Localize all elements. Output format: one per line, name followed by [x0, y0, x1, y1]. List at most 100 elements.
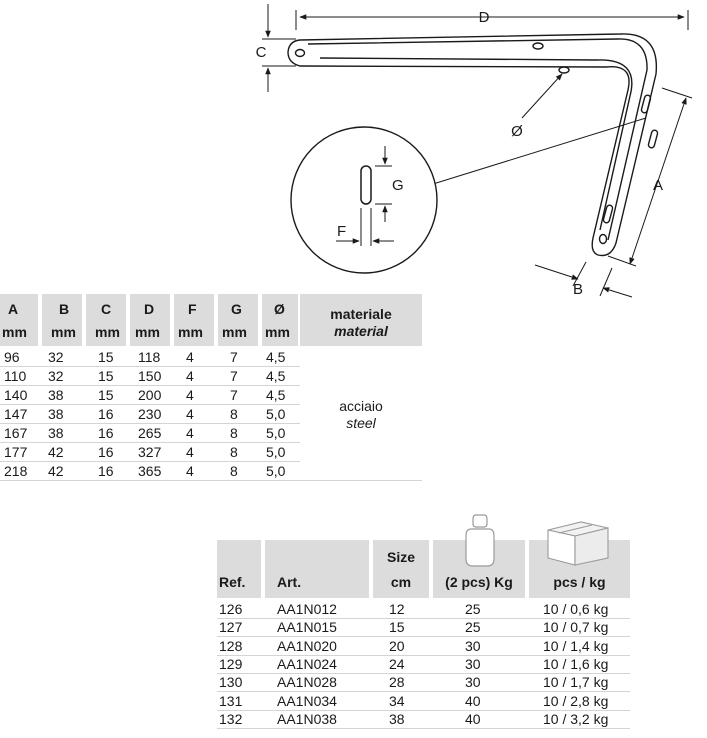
dim-cell: 7: [230, 368, 238, 384]
label-f: F: [337, 223, 346, 240]
dim-cell: 4: [186, 425, 194, 441]
product-cell: 30: [465, 674, 481, 691]
dim-cell: 5,0: [266, 463, 286, 479]
dim-cell: 200: [138, 387, 162, 403]
diameter-leader: [521, 73, 563, 119]
bracket-technical-drawing: D C Ø A B G F: [256, 4, 693, 298]
dim-cell: 7: [230, 387, 238, 403]
material-header-it: materiale: [330, 306, 392, 322]
dim-cell: 110: [4, 368, 27, 384]
product-cell: 25: [465, 619, 481, 636]
dim-cell: 365: [138, 463, 162, 479]
material-divider: [300, 480, 422, 481]
dim-cell: 32: [48, 368, 64, 384]
dim-cell: 147: [4, 406, 28, 422]
dim-cell: 7: [230, 349, 238, 365]
product-cell: AA1N012: [277, 601, 337, 617]
dim-cell: 4,5: [266, 349, 286, 365]
weight-header-label: (2 pcs) Kg: [445, 574, 513, 590]
label-a: A: [653, 177, 663, 194]
dim-header-g: G mm: [218, 294, 258, 346]
material-header: materiale material: [300, 294, 422, 346]
product-cell: 15: [389, 619, 405, 636]
dim-cell: 42: [48, 463, 64, 479]
label-c: C: [256, 44, 267, 61]
label-d: D: [479, 9, 490, 26]
dim-cell: 15: [98, 368, 114, 384]
weight-icon: [465, 514, 495, 567]
product-cell: 28: [389, 674, 405, 691]
pack-header-label: pcs / kg: [553, 574, 606, 590]
dim-cell: 118: [138, 349, 161, 365]
dim-cell: 167: [4, 425, 28, 441]
dim-cell: 177: [4, 444, 28, 460]
label-g: G: [392, 177, 404, 194]
dim-cell: 8: [230, 425, 238, 441]
dim-cell: 38: [48, 406, 64, 422]
product-cell: 132: [219, 710, 243, 727]
dim-letter: G: [231, 301, 242, 317]
product-cell: 38: [389, 710, 405, 727]
product-cell: 10 / 1,6 kg: [543, 655, 609, 672]
product-cell: 25: [465, 601, 481, 617]
dim-cell: 96: [4, 349, 20, 365]
material-header-en: material: [334, 323, 388, 339]
dim-cell: 230: [138, 406, 162, 422]
detail-leader: [432, 117, 647, 185]
dim-cell: 38: [48, 387, 64, 403]
label-diameter: Ø: [511, 123, 523, 140]
dim-letter: B: [59, 301, 70, 317]
product-cell: 30: [465, 637, 481, 654]
dim-header-b: B mm: [42, 294, 82, 346]
product-cell: 127: [219, 619, 243, 636]
product-cell: AA1N034: [277, 692, 337, 709]
dim-header-c: C mm: [86, 294, 126, 346]
size-header: Size cm: [373, 540, 429, 598]
dim-cell: 8: [230, 463, 238, 479]
dim-unit: mm: [2, 324, 27, 340]
ref-header: Ref.: [217, 540, 261, 598]
dim-cell: 16: [98, 425, 114, 441]
dim-cell: 4: [186, 463, 194, 479]
dim-cell: 15: [98, 387, 114, 403]
product-cell: 128: [219, 637, 243, 654]
material-value-it: acciaio: [339, 398, 383, 414]
material-value: acciaio steel: [300, 398, 422, 432]
dim-cell: 4: [186, 368, 194, 384]
product-cell: AA1N038: [277, 710, 337, 727]
product-cell: 10 / 3,2 kg: [543, 710, 609, 727]
dim-cell: 265: [138, 425, 162, 441]
product-cell: 10 / 0,6 kg: [543, 601, 609, 617]
angle-bracket-shape: [287, 33, 659, 257]
dimension-a: [607, 87, 693, 267]
product-cell: 34: [389, 692, 405, 709]
dim-cell: 16: [98, 444, 114, 460]
dimension-c: [262, 4, 296, 92]
dim-cell: 218: [4, 463, 28, 479]
dim-cell: 32: [48, 349, 64, 365]
box-icon: [547, 521, 609, 566]
product-cell: 40: [465, 692, 481, 709]
dim-header-a: A mm: [0, 294, 38, 346]
dim-unit: mm: [222, 324, 247, 340]
dim-letter: F: [188, 301, 197, 317]
product-cell: 30: [465, 655, 481, 672]
dimensions-table-header: A mm B mm C mm D mm F mm G mm Ø mm mater…: [0, 294, 422, 346]
dim-cell: 4,5: [266, 387, 286, 403]
product-cell: 12: [389, 601, 405, 617]
product-cell: 130: [219, 674, 243, 691]
label-b: B: [573, 281, 583, 298]
product-cell: AA1N024: [277, 655, 337, 672]
